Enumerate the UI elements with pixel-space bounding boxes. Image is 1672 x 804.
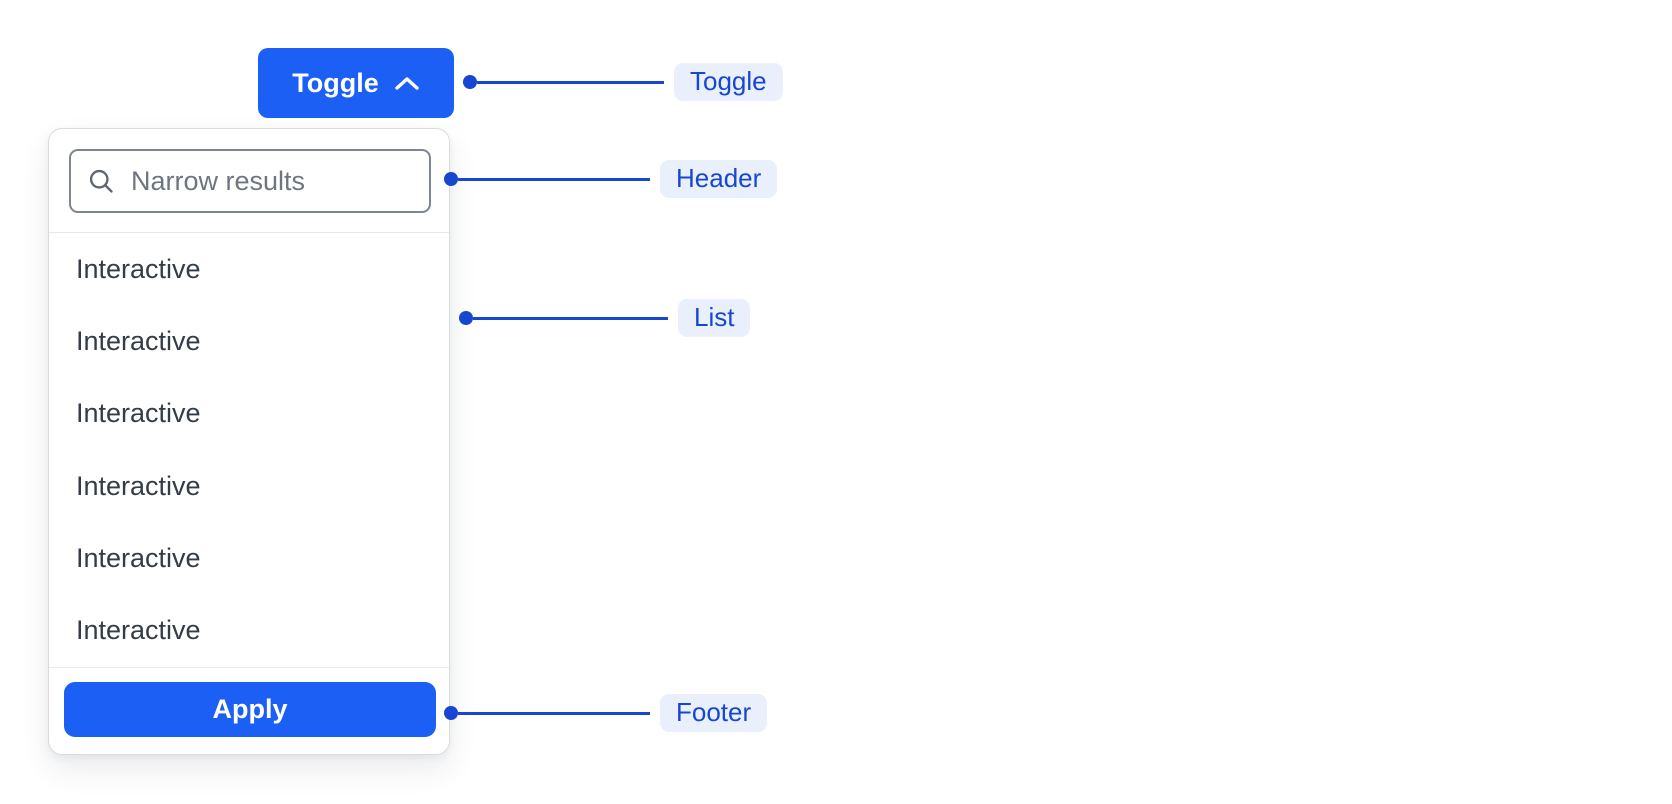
search-input[interactable] [69,149,431,213]
annotation-leader-line [473,316,668,320]
annotation-label-list: List [678,298,751,338]
annotation-toggle: Toggle [463,62,783,102]
dropdown-footer: Apply [49,667,449,754]
list-item[interactable]: Interactive [76,325,201,356]
annotation-leader-line [458,177,650,181]
annotation-leader-line [477,80,664,84]
list-item[interactable]: Interactive [76,542,201,573]
annotation-label-header: Header [660,159,778,199]
list-item[interactable]: Interactive [76,470,201,501]
search-box [69,149,431,213]
dropdown-list: Interactive Interactive Interactive Inte… [49,233,449,667]
annotation-footer: Footer [444,693,768,733]
annotation-header: Header [444,159,778,199]
dropdown-header [49,129,449,233]
annotation-label-footer: Footer [660,693,768,733]
annotation-dot [463,75,477,89]
list-item[interactable]: Interactive [76,253,201,284]
dropdown-panel: Interactive Interactive Interactive Inte… [48,128,450,755]
annotation-label-toggle: Toggle [674,62,783,102]
apply-button[interactable]: Apply [64,682,436,737]
list-item[interactable]: Interactive [76,398,201,429]
annotation-list: List [459,298,751,338]
toggle-button[interactable]: Toggle [258,48,454,118]
annotation-leader-line [458,711,650,715]
list-item[interactable]: Interactive [76,615,201,646]
chevron-up-icon [394,75,420,92]
toggle-button-label: Toggle [292,67,379,98]
annotation-dot [459,311,473,325]
